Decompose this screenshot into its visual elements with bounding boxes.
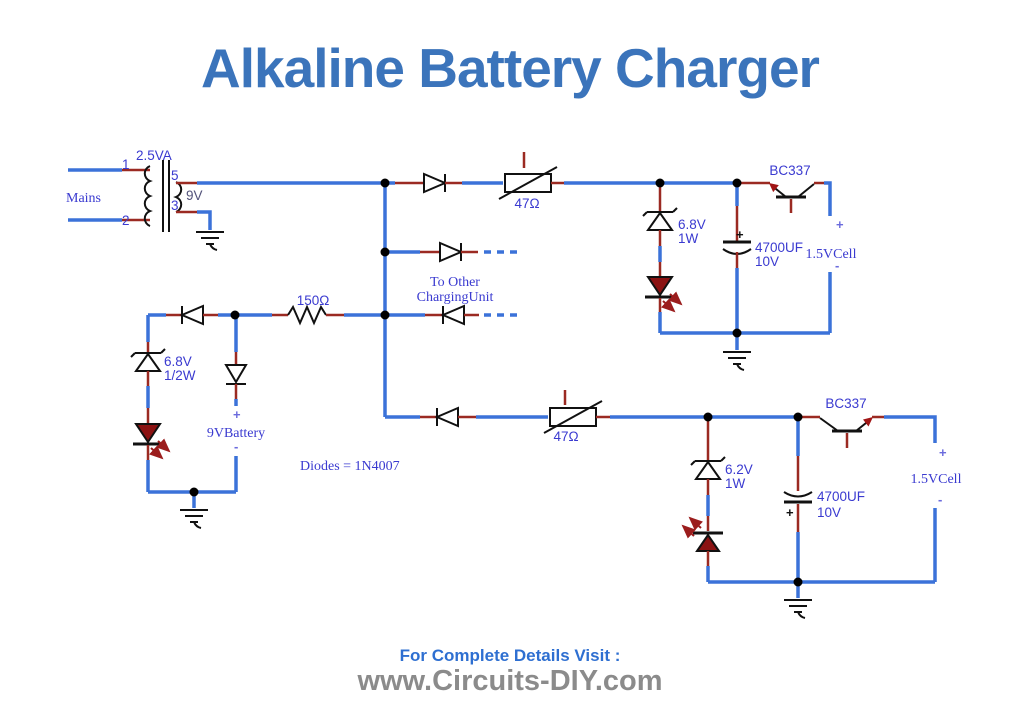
transistor-bottom-label: BC337 — [825, 396, 866, 411]
emitter-arrow-icon — [769, 183, 779, 193]
cell-top: + 1.5VCell - — [806, 217, 857, 273]
zener-left-voltage: 6.8V — [164, 354, 192, 369]
cell-top-plus: + — [836, 217, 844, 232]
capacitor-bottom: + 4700UF 10V — [783, 420, 865, 582]
light-arrow-icon — [688, 516, 703, 531]
cap-top-voltage: 10V — [755, 254, 779, 269]
transformer: 2.5VA 1 2 5 3 9V Mains — [66, 148, 225, 251]
note-diodes: Diodes = 1N4007 — [300, 459, 400, 474]
resistor-47-top-label: 47Ω — [514, 196, 539, 211]
cap-bottom-plus: + — [786, 505, 794, 520]
cap-bottom-voltage: 10V — [817, 505, 841, 520]
mains-label: Mains — [66, 191, 101, 206]
distribution-bus: To Other ChargingUnit — [383, 183, 521, 417]
resistor-47-bottom-label: 47Ω — [553, 429, 578, 444]
ground-icon — [179, 509, 209, 529]
led-bottom — [681, 516, 723, 552]
battery-9v-plus: + — [233, 407, 241, 422]
capacitor-top: + 4700UF 10V — [722, 186, 803, 333]
resistor-150-label: 150Ω — [297, 293, 330, 308]
charging-unit-bottom: 47Ω BC337 + 1.5VCell - — [385, 390, 962, 619]
transformer-rating: 2.5VA — [136, 148, 172, 163]
primary-coil — [143, 165, 153, 227]
zener-top-power: 1W — [678, 231, 699, 246]
battery-9v-minus: - — [234, 439, 238, 454]
pin-1: 1 — [122, 157, 130, 172]
battery-9v-block: 6.8V 1/2W — [130, 304, 400, 529]
zener-bottom-power: 1W — [725, 476, 746, 491]
footer-website: www.Circuits-DIY.com — [357, 665, 663, 697]
ground-icon — [783, 599, 813, 619]
light-arrow-icon — [156, 438, 171, 453]
light-arrow-icon — [681, 524, 696, 539]
light-arrow-icon — [668, 291, 683, 306]
cap-top-value: 4700UF — [755, 240, 803, 255]
zener-bottom-voltage: 6.2V — [725, 462, 753, 477]
fuse-resistor-bottom: 47Ω — [543, 390, 603, 444]
light-arrow-icon — [661, 298, 676, 313]
battery-9v: + 9VBattery - — [207, 407, 265, 454]
transistor-bottom: BC337 — [819, 396, 873, 448]
diode-branch-2 — [388, 304, 521, 326]
junction-dots — [189, 178, 803, 587]
cell-top-minus: - — [835, 258, 839, 273]
transistor-top-label: BC337 — [769, 163, 810, 178]
diode-branch-1 — [388, 241, 521, 263]
pin-2: 2 — [122, 213, 130, 228]
led-top — [645, 276, 683, 313]
zener-top-voltage: 6.8V — [678, 217, 706, 232]
note-to-other-line1: To Other — [430, 275, 480, 290]
pin-3: 3 — [171, 198, 179, 213]
light-arrow-icon — [149, 445, 164, 460]
diode-d4 — [179, 304, 204, 326]
cell-bottom-label: 1.5VCell — [911, 472, 962, 487]
diode-d1 — [423, 172, 448, 194]
fuse-resistor-top: 47Ω — [498, 152, 558, 211]
pin-5: 5 — [171, 168, 179, 183]
secondary-coil — [173, 181, 183, 213]
zener-top: 6.8V 1W — [642, 186, 706, 246]
cell-bottom-plus: + — [939, 445, 947, 460]
page-title: Alkaline Battery Charger — [201, 37, 820, 99]
charging-unit-top: 47Ω BC337 + 1.5VCell - — [197, 152, 857, 371]
diode-d6 — [434, 406, 459, 428]
cap-top-plus: + — [736, 227, 744, 242]
transistor-top: BC337 — [769, 163, 815, 213]
zener-left-power: 1/2W — [164, 368, 196, 383]
emitter-arrow-icon — [863, 417, 873, 427]
note-to-other-line2: ChargingUnit — [417, 290, 494, 305]
cell-bottom-minus: - — [938, 492, 942, 507]
ground-icon — [195, 231, 225, 251]
zener-left: 6.8V 1/2W — [130, 348, 196, 383]
zener-bottom: 6.2V 1W — [690, 420, 753, 491]
diode-d5 — [224, 364, 248, 385]
battery-9v-label: 9VBattery — [207, 426, 265, 441]
ground-icon — [722, 351, 752, 371]
secondary-voltage-label: 9V — [186, 188, 203, 203]
cap-bottom-value: 4700UF — [817, 489, 865, 504]
footer-visit-text: For Complete Details Visit : — [399, 646, 621, 665]
cell-bottom: + 1.5VCell - — [911, 445, 962, 507]
resistor-150: 150Ω — [236, 293, 383, 326]
cell-top-label: 1.5VCell — [806, 247, 857, 262]
led-left — [133, 423, 171, 460]
